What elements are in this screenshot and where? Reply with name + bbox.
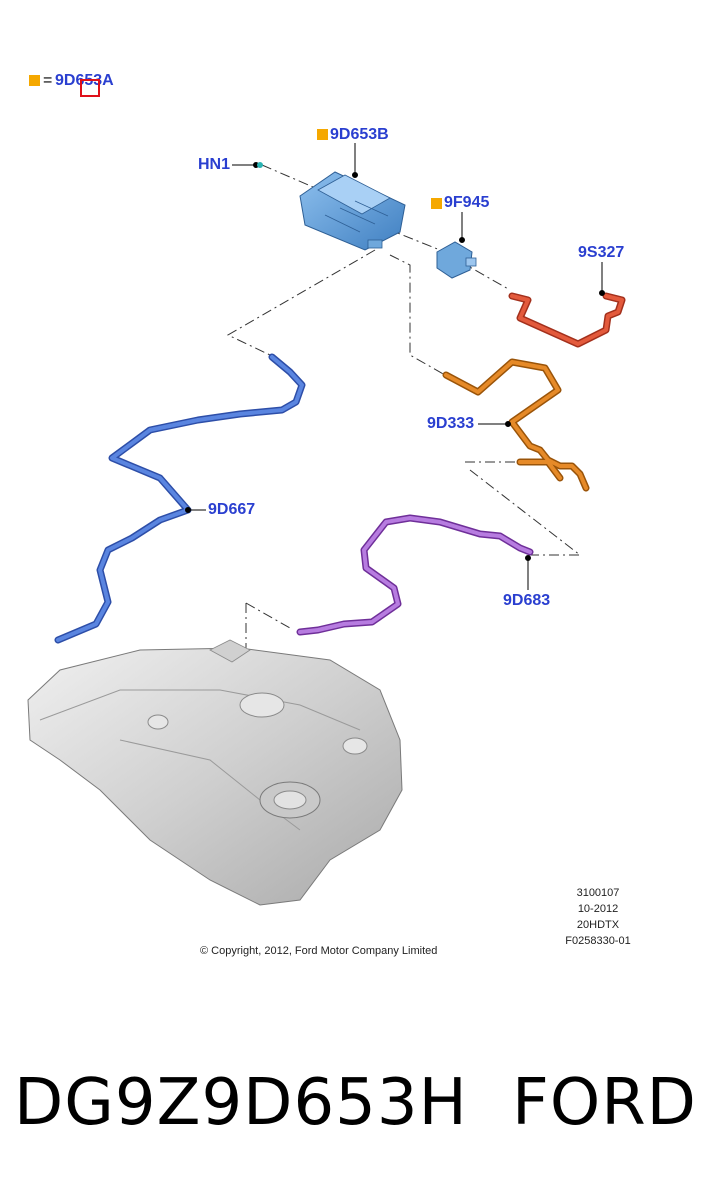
purge-valve	[436, 241, 477, 279]
callout-9s327[interactable]: 9S327	[578, 244, 625, 261]
callout-hn1[interactable]: HN1	[198, 156, 231, 173]
legend-highlight-box	[80, 79, 100, 97]
callout-9d667[interactable]: 9D667	[208, 501, 256, 518]
hn1-fastener	[257, 162, 263, 168]
legend-marker	[29, 75, 40, 86]
hose-9d667	[54, 353, 306, 644]
callout-marker	[317, 129, 328, 140]
diagram-meta: 3100107 10-2012 20HDTX F0258330-01	[548, 885, 648, 949]
brand-name: FORD	[512, 1066, 697, 1140]
callout-9d333[interactable]: 9D333	[427, 415, 475, 432]
hose-9d333	[442, 358, 590, 492]
fuel-tank	[27, 639, 403, 906]
meta-line: 20HDTX	[576, 919, 620, 931]
callout-9d653b[interactable]: 9D653B	[330, 126, 389, 143]
evap-canister	[299, 171, 406, 251]
callout-marker	[431, 198, 442, 209]
callout-9f945[interactable]: 9F945	[444, 194, 490, 211]
copyright-text: © Copyright, 2012, Ford Motor Company Li…	[200, 945, 438, 957]
meta-line: F0258330-01	[565, 935, 631, 947]
part-number: DG9Z9D653H	[14, 1066, 468, 1140]
hose-9s327	[508, 292, 626, 348]
parts-diagram	[27, 143, 626, 906]
legend-equals: =	[43, 72, 53, 89]
meta-line: 10-2012	[577, 903, 619, 915]
callout-9d683[interactable]: 9D683	[503, 592, 551, 609]
hose-9d683	[296, 514, 534, 636]
meta-line: 3100107	[576, 887, 620, 899]
leader-lines	[185, 143, 605, 590]
